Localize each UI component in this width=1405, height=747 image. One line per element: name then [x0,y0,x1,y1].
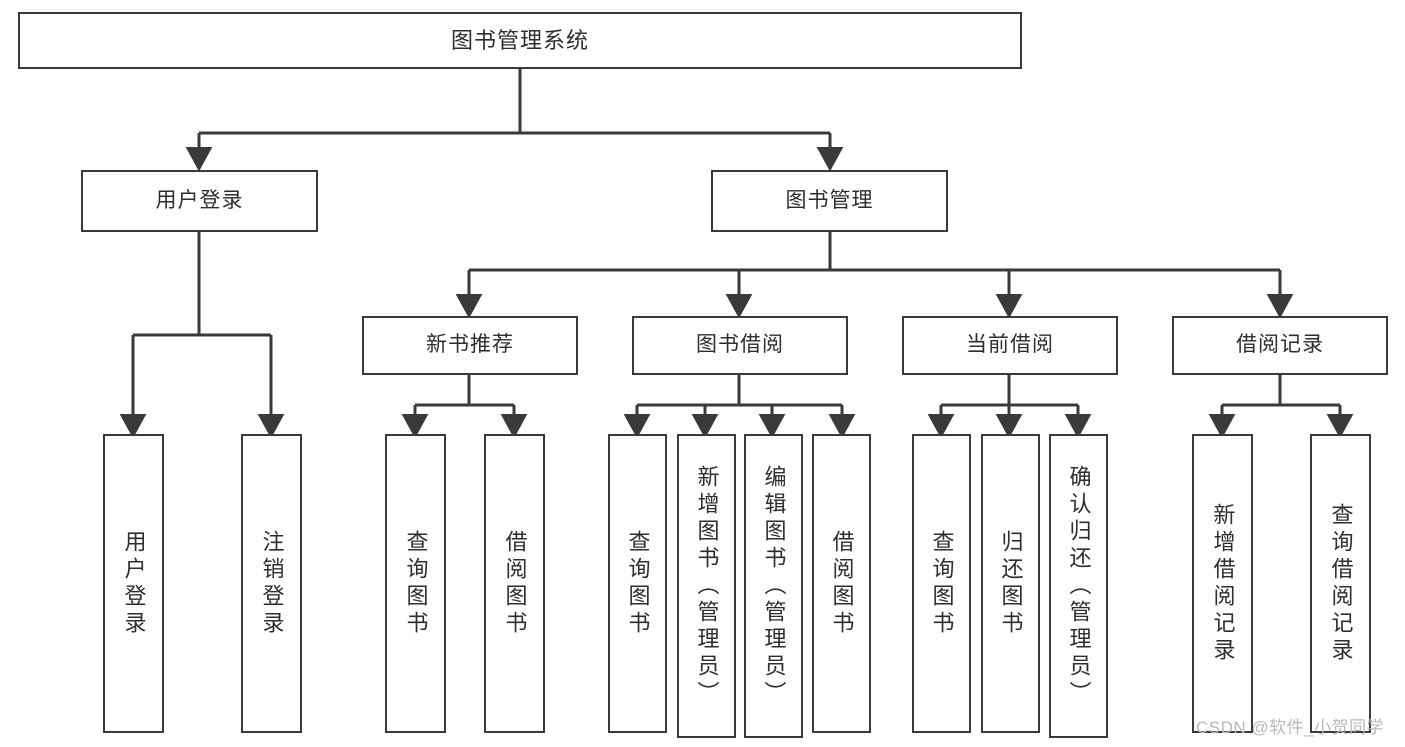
node-label: 图书借阅 [696,333,784,357]
leaf-book-borrow-edit-book-admin[interactable]: 编辑图书（管理员） [744,434,803,738]
node-label: 新增图书（管理员） [694,464,720,708]
leaf-current-borrow-query-book[interactable]: 查询图书 [912,434,971,733]
node-label: 当前借阅 [966,333,1054,357]
leaf-book-borrow-query-book[interactable]: 查询图书 [608,434,667,733]
leaf-current-borrow-confirm-return-admin[interactable]: 确认归还（管理员） [1049,434,1108,738]
node-label: 用户登录 [155,188,244,212]
node-borrow-record[interactable]: 借阅记录 [1172,316,1388,375]
node-label: 图书管理系统 [450,27,589,53]
node-book-management[interactable]: 图书管理 [711,170,948,232]
node-label: 图书管理 [785,188,874,212]
leaf-borrow-record-add-record[interactable]: 新增借阅记录 [1192,434,1253,733]
node-book-borrow[interactable]: 图书借阅 [632,316,848,375]
node-label: 查询图书 [625,529,651,638]
node-new-book-recommend[interactable]: 新书推荐 [362,316,578,375]
node-user-login[interactable]: 用户登录 [81,170,318,232]
node-label: 借阅图书 [502,529,528,638]
node-label: 注销登录 [259,529,285,638]
node-root-library-system[interactable]: 图书管理系统 [18,12,1022,69]
node-label: 借阅记录 [1236,333,1324,357]
leaf-user-login-logout[interactable]: 注销登录 [241,434,302,733]
node-label: 确认归还（管理员） [1066,464,1092,708]
node-label: 编辑图书（管理员） [761,464,787,708]
node-current-borrow[interactable]: 当前借阅 [902,316,1118,375]
leaf-current-borrow-return-book[interactable]: 归还图书 [981,434,1040,733]
leaf-user-login-login[interactable]: 用户登录 [103,434,164,733]
leaf-book-borrow-add-book-admin[interactable]: 新增图书（管理员） [677,434,736,738]
node-label: 新增借阅记录 [1210,502,1236,665]
node-label: 查询借阅记录 [1328,502,1354,665]
leaf-new-book-borrow-book[interactable]: 借阅图书 [484,434,545,733]
node-label: 归还图书 [998,529,1024,638]
leaf-new-book-query-book[interactable]: 查询图书 [385,434,446,733]
node-label: 借阅图书 [829,529,855,638]
node-label: 新书推荐 [426,333,514,357]
node-label: 用户登录 [121,529,147,638]
node-label: 查询图书 [929,529,955,638]
leaf-borrow-record-query-record[interactable]: 查询借阅记录 [1310,434,1371,733]
node-label: 查询图书 [403,529,429,638]
leaf-book-borrow-borrow-book[interactable]: 借阅图书 [812,434,871,733]
